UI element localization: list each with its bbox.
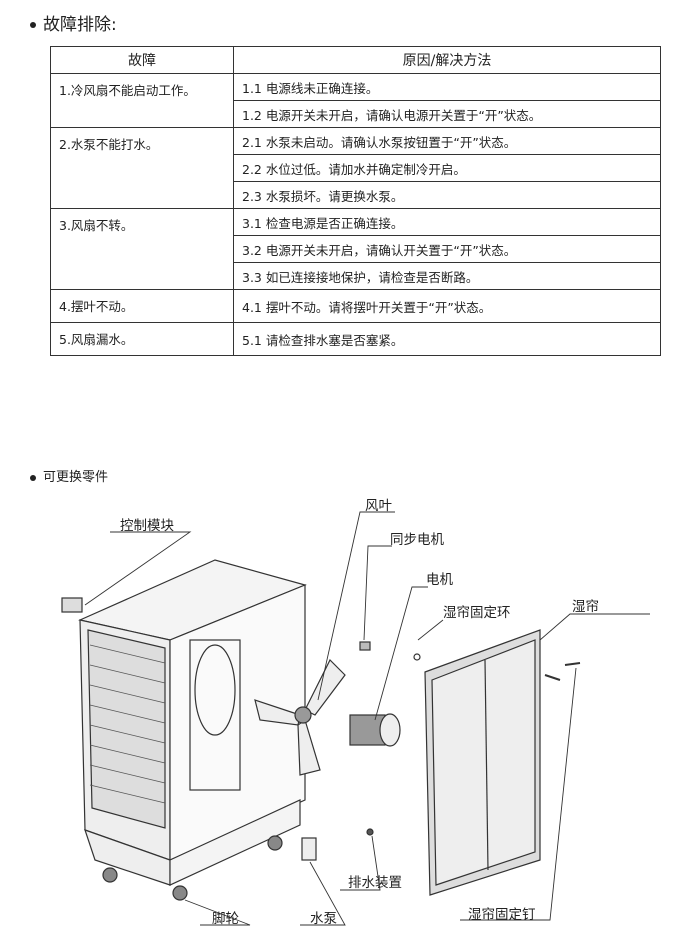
parts-title: 可更换零件 (43, 470, 109, 485)
table-row: 3.2 电源开关未开启，请确认开关置于“开”状态。 (51, 235, 661, 263)
pump (301, 837, 317, 861)
parts-heading: 可更换零件 (30, 466, 108, 485)
table-row: 3.风扇不转。3.1 检查电源是否正确连接。 (50, 208, 661, 290)
label-sync-motor: 同步电机 (390, 532, 444, 548)
sync-motor (359, 641, 371, 651)
solution-cell: 1.1 电源线未正确连接。 (233, 73, 661, 101)
troubleshooting-table: 故障 原因/解决方法 1.冷风扇不能启动工作。1.1 电源线未正确连接。 1.2… (50, 46, 661, 356)
solution-cell: 5.1 请检查排水塞是否塞紧。 (233, 322, 661, 356)
pad-ring (413, 653, 421, 661)
troubleshooting-heading: 故障排除: (30, 10, 117, 35)
fault-cell: 2.水泵不能打水。 (50, 127, 234, 209)
solution-cell: 3.3 如已连接接地保护，请检查是否断路。 (233, 262, 661, 290)
table-row: 2.3 水泵损坏。请更换水泵。 (51, 181, 661, 209)
solution-cell: 2.3 水泵损坏。请更换水泵。 (233, 181, 661, 209)
header-fault: 故障 (50, 46, 234, 74)
label-pump: 水泵 (310, 911, 337, 927)
label-pad-pin: 湿帘固定钉 (468, 907, 536, 923)
solution-cell: 1.2 电源开关未开启，请确认电源开关置于“开”状态。 (233, 100, 661, 128)
header-solution: 原因/解决方法 (233, 46, 661, 74)
drain (366, 828, 374, 836)
label-caster: 脚轮 (212, 911, 239, 927)
caster-icon (102, 835, 283, 901)
table-row: 1.冷风扇不能启动工作。1.1 电源线未正确连接。 (50, 73, 661, 128)
table-row: 3.3 如已连接接地保护，请检查是否断路。 (51, 262, 661, 290)
fault-cell: 3.风扇不转。 (50, 208, 234, 290)
label-motor: 电机 (426, 572, 453, 588)
label-fan-blade: 风叶 (365, 498, 392, 514)
fault-cell: 4.摆叶不动。 (50, 289, 234, 323)
solution-cell: 4.1 摆叶不动。请将摆叶开关置于“开”状态。 (233, 289, 661, 323)
table-row: 5.风扇漏水。5.1 请检查排水塞是否塞紧。 (50, 322, 661, 356)
solution-cell: 3.2 电源开关未开启，请确认开关置于“开”状态。 (233, 235, 661, 263)
fault-cell: 5.风扇漏水。 (50, 322, 234, 356)
motor (349, 713, 401, 747)
label-control-module: 控制模块 (120, 518, 174, 534)
cooler-body (61, 559, 307, 886)
solution-cell: 3.1 检查电源是否正确连接。 (233, 208, 661, 236)
table-row: 1.2 电源开关未开启，请确认电源开关置于“开”状态。 (51, 100, 661, 128)
pad-pin (544, 674, 561, 681)
label-pad-ring: 湿帘固定环 (443, 605, 511, 621)
cooling-pad (424, 629, 541, 896)
troubleshooting-title: 故障排除: (43, 15, 117, 35)
label-drain: 排水装置 (348, 875, 402, 891)
table-row: 4.摆叶不动。4.1 摆叶不动。请将摆叶开关置于“开”状态。 (50, 289, 661, 323)
fan-blade (254, 658, 346, 776)
label-pad: 湿帘 (572, 599, 599, 615)
